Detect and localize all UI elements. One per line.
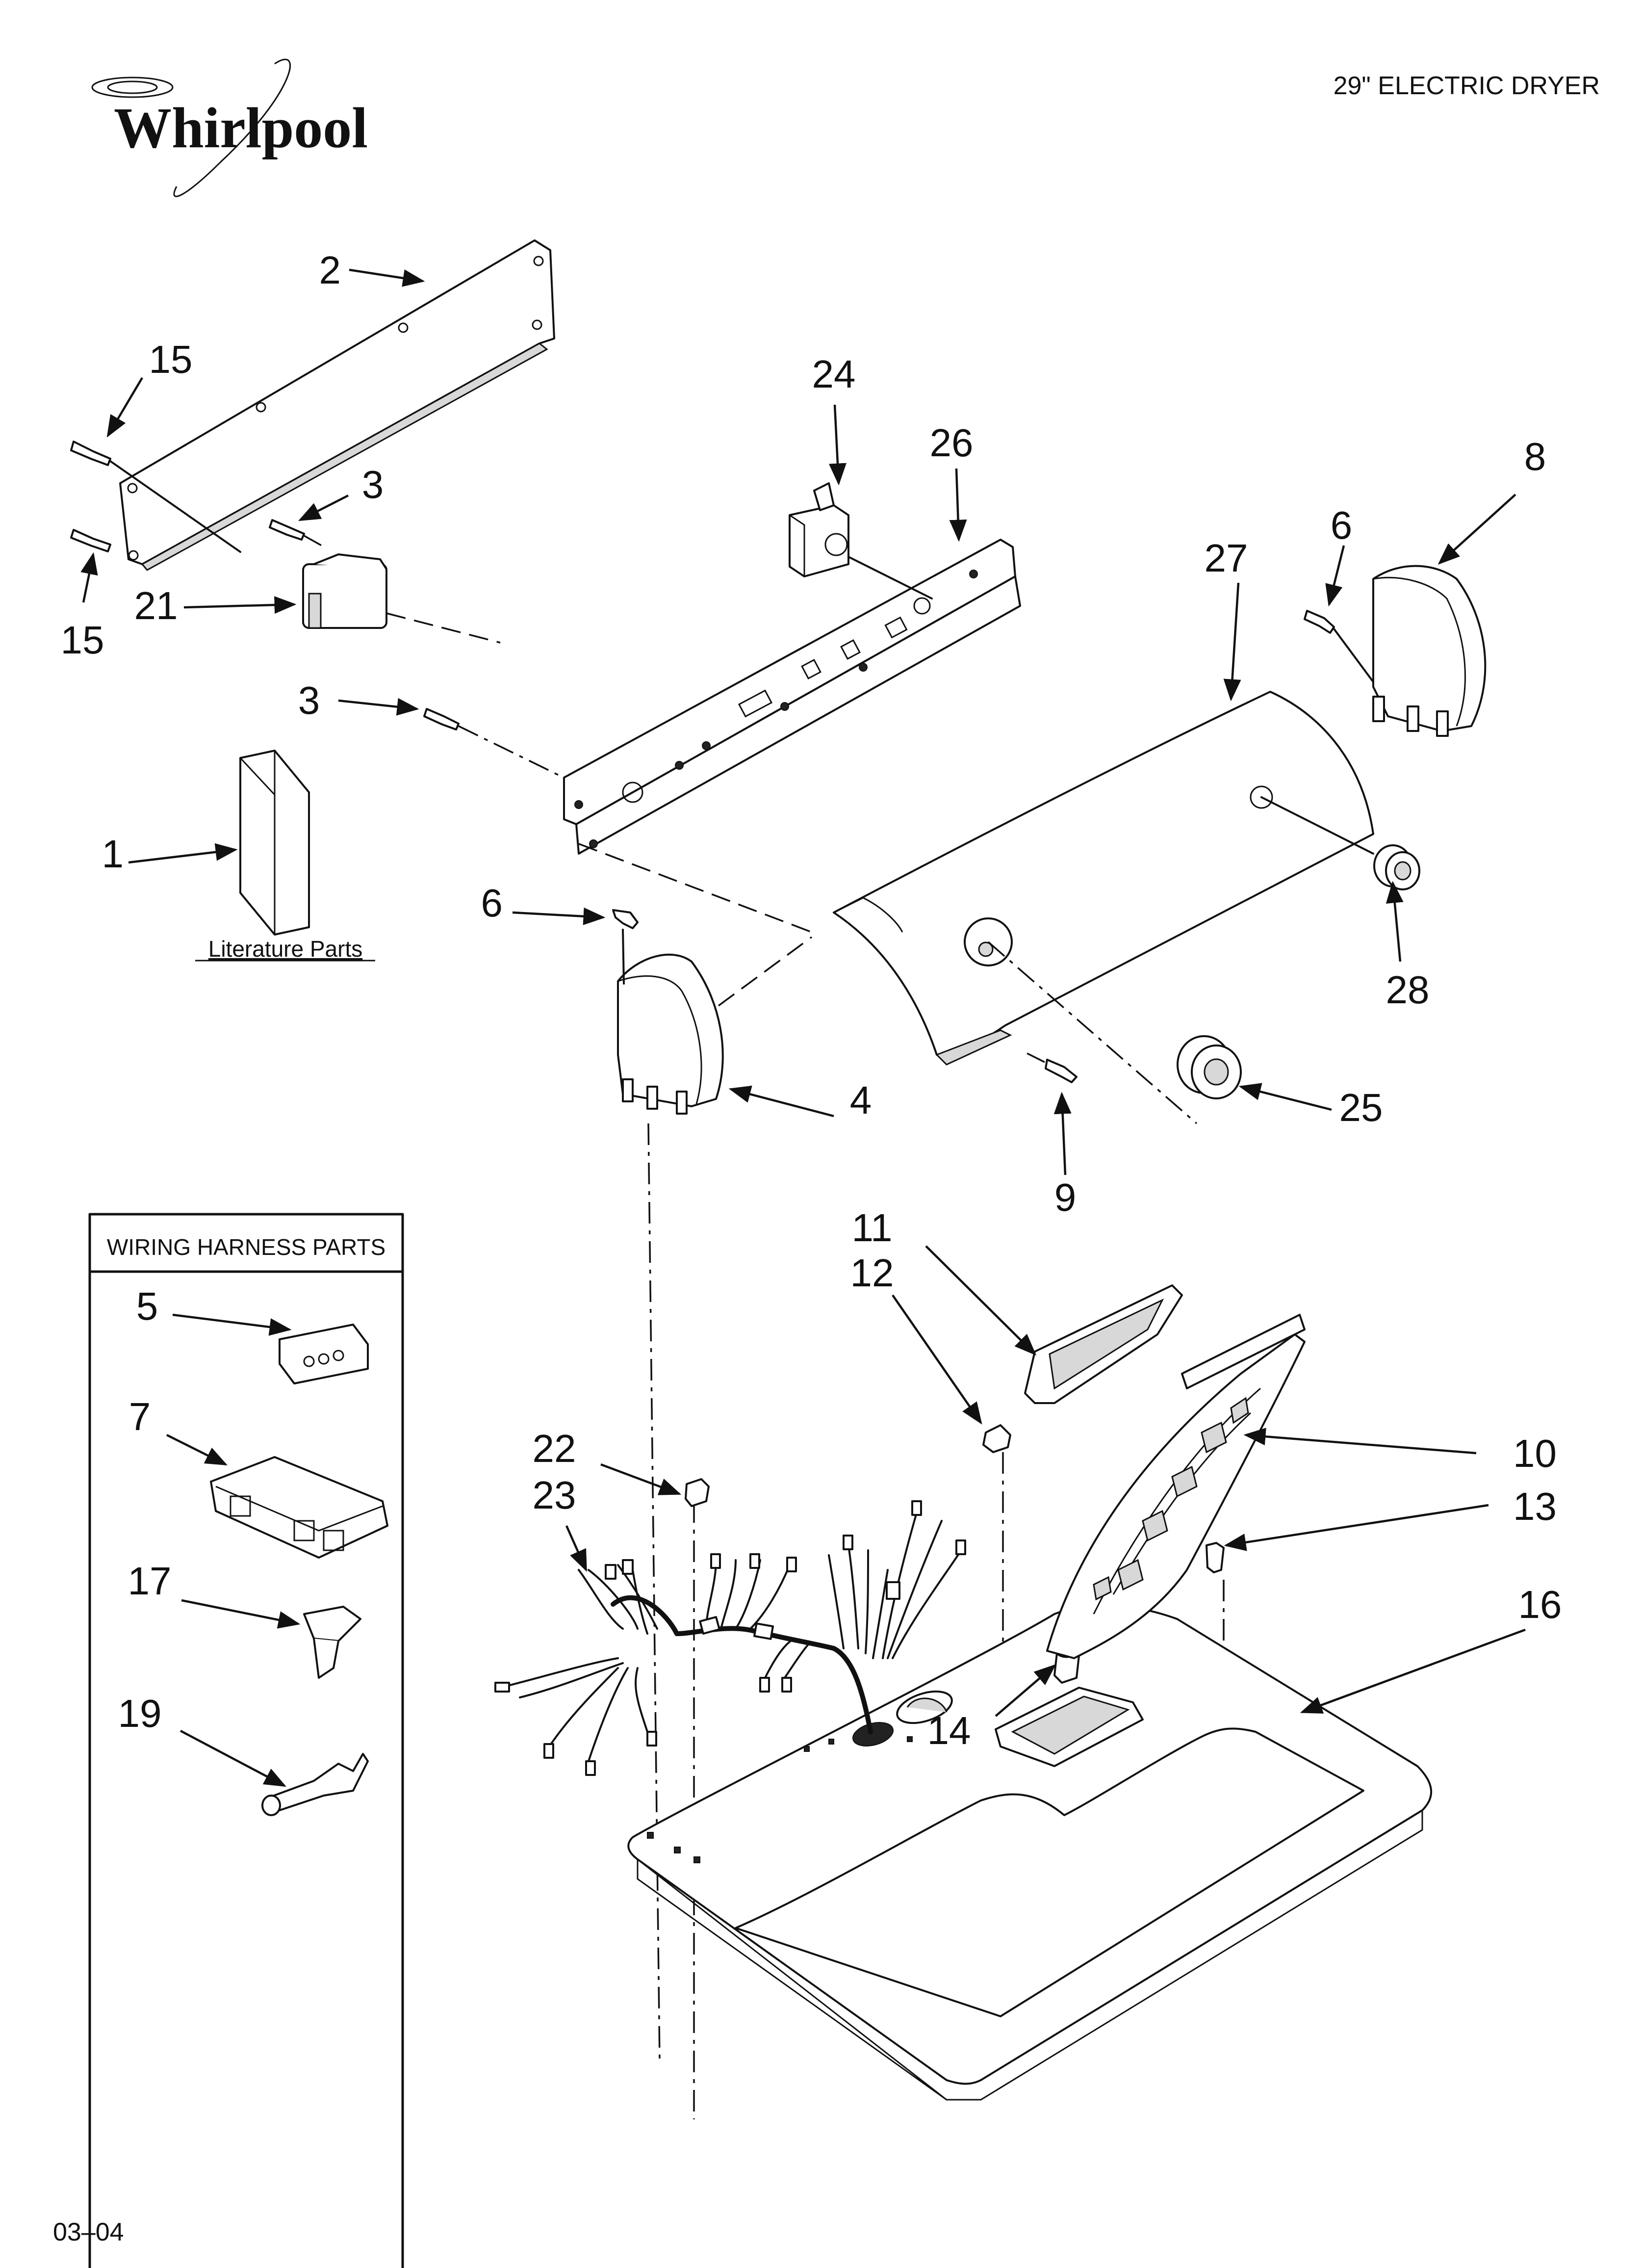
part-15-screw-lower — [70, 529, 111, 552]
part-22-clip — [685, 1478, 710, 1507]
part-15-screw-upper — [70, 441, 241, 553]
callout-14: 14 — [927, 1709, 971, 1752]
part-5-connector — [279, 1324, 369, 1384]
callout-2: 2 — [319, 248, 341, 292]
callout-15-lower: 15 — [61, 618, 104, 662]
part-17-clip — [303, 1606, 361, 1679]
part-13-screw — [1206, 1542, 1225, 1573]
part-16-base-top — [627, 1604, 1432, 2101]
part-7-terminal-block — [210, 1456, 388, 1559]
callout-3-upper: 3 — [362, 463, 384, 506]
callout-15-upper: 15 — [149, 338, 193, 381]
part-1-literature — [239, 750, 310, 936]
callout-3-lower: 3 — [298, 678, 320, 722]
model-title: 29" ELECTRIC DRYER — [1334, 72, 1600, 100]
callout-6-right: 6 — [1331, 503, 1353, 547]
callout-25: 25 — [1339, 1086, 1383, 1129]
date-code: 03–04 — [53, 2218, 124, 2246]
part-24-control-unit — [789, 482, 933, 600]
callout-4: 4 — [850, 1078, 872, 1122]
part-26-control-bracket — [563, 539, 1021, 855]
callout-6-left: 6 — [481, 881, 503, 925]
callout-7: 7 — [129, 1395, 151, 1438]
callout-24: 24 — [812, 352, 856, 396]
callout-9: 9 — [1054, 1175, 1077, 1219]
part-6-screw-left — [612, 909, 639, 985]
part-11-lint-screen — [1024, 1284, 1183, 1404]
callout-labels: 1 2 3 3 4 5 6 6 7 8 9 10 11 12 13 14 15 … — [61, 248, 1562, 1752]
part-3-screw-upper — [269, 519, 329, 550]
part-27-console-panel — [833, 691, 1374, 1066]
callout-12: 12 — [850, 1251, 894, 1295]
part-21-switch — [302, 553, 501, 644]
part-19-terminal — [261, 1753, 369, 1816]
part-4-left-endcap — [617, 954, 724, 1115]
wiring-harness-box: WIRING HARNESS PARTS — [88, 1213, 404, 2268]
callout-16: 16 — [1518, 1583, 1562, 1626]
part-3-screw-lower — [423, 708, 579, 786]
part-28-knob — [1373, 844, 1420, 890]
callout-8: 8 — [1524, 435, 1546, 478]
callout-21: 21 — [134, 584, 178, 627]
wiring-box-title: WIRING HARNESS PARTS — [107, 1234, 385, 1260]
part-12-clip — [982, 1424, 1011, 1453]
leader-arrows — [80, 268, 1526, 1787]
callout-5: 5 — [136, 1284, 158, 1328]
callout-22: 22 — [533, 1427, 576, 1470]
callout-17: 17 — [128, 1559, 172, 1603]
callout-19: 19 — [118, 1692, 162, 1735]
part-8-right-endcap — [1372, 565, 1487, 737]
callout-28: 28 — [1386, 968, 1430, 1012]
part-25-knob — [1177, 1035, 1242, 1099]
callout-11: 11 — [851, 1206, 892, 1250]
whirlpool-logo: Whirlpool — [91, 58, 368, 197]
part-23-wiring-harness — [494, 1500, 966, 1776]
callout-26: 26 — [930, 421, 974, 465]
callout-10: 10 — [1513, 1432, 1557, 1475]
literature-parts-label: Literature Parts — [208, 936, 362, 962]
logo-text: Whirlpool — [114, 96, 368, 160]
part-6-screw-right — [1304, 610, 1374, 683]
part-2-rear-plate — [119, 239, 555, 571]
callout-27: 27 — [1205, 536, 1248, 580]
part-10-lint-duct — [1046, 1314, 1306, 1659]
callout-1: 1 — [102, 832, 124, 876]
callout-13: 13 — [1513, 1485, 1557, 1528]
callout-23: 23 — [533, 1473, 576, 1517]
part-9-screw — [1020, 1049, 1078, 1083]
